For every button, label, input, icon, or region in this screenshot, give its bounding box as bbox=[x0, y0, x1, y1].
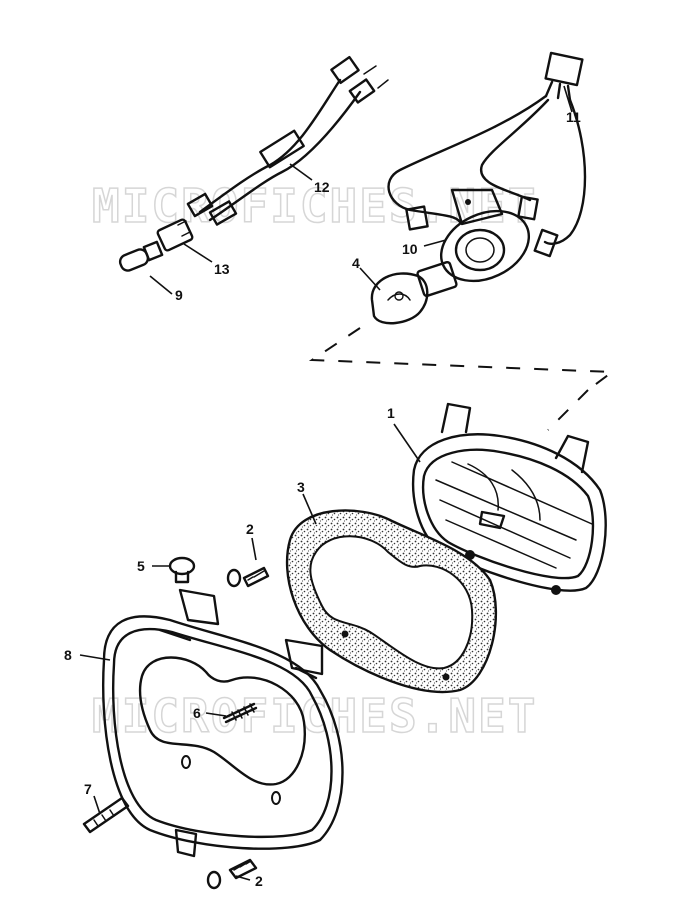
part-label-10: 10 bbox=[402, 241, 418, 257]
part-label-13: 13 bbox=[214, 261, 230, 277]
part-label-5: 5 bbox=[137, 558, 145, 574]
gasket-part-3 bbox=[285, 509, 498, 694]
part-label-9: 9 bbox=[175, 287, 183, 303]
bezel-frame-part-8 bbox=[101, 588, 344, 858]
stud-part-6 bbox=[222, 702, 258, 724]
watermark-bottom: MICROFICHES.NET bbox=[92, 689, 537, 743]
alignment-lines bbox=[308, 327, 615, 431]
part-label-7: 7 bbox=[84, 781, 92, 797]
grommet-part-5 bbox=[168, 556, 196, 584]
part-label-2-lower: 2 bbox=[255, 873, 263, 889]
part-label-8: 8 bbox=[64, 647, 72, 663]
bulb-holder-part-10 bbox=[439, 188, 531, 283]
bulb-socket-part-13 bbox=[156, 218, 194, 252]
screw-part-7 bbox=[82, 796, 130, 834]
small-bulb-part-9 bbox=[118, 240, 164, 272]
socket-harness-part-11 bbox=[387, 51, 587, 258]
part-label-11: 11 bbox=[566, 109, 581, 125]
part-label-1: 1 bbox=[387, 405, 395, 421]
part-label-6: 6 bbox=[193, 705, 201, 721]
part-label-3: 3 bbox=[297, 479, 305, 495]
screw-upper-part-2 bbox=[226, 566, 270, 588]
leader-lines bbox=[79, 85, 573, 881]
main-bulb-part-4 bbox=[370, 260, 458, 325]
part-label-2-upper: 2 bbox=[246, 521, 254, 537]
wiring-harness-part-12 bbox=[186, 55, 389, 226]
part-label-4: 4 bbox=[352, 255, 360, 271]
watermark-top: MICROFICHES.NET bbox=[92, 179, 537, 233]
screw-lower-part-2 bbox=[206, 858, 258, 890]
part-label-12: 12 bbox=[314, 179, 330, 195]
